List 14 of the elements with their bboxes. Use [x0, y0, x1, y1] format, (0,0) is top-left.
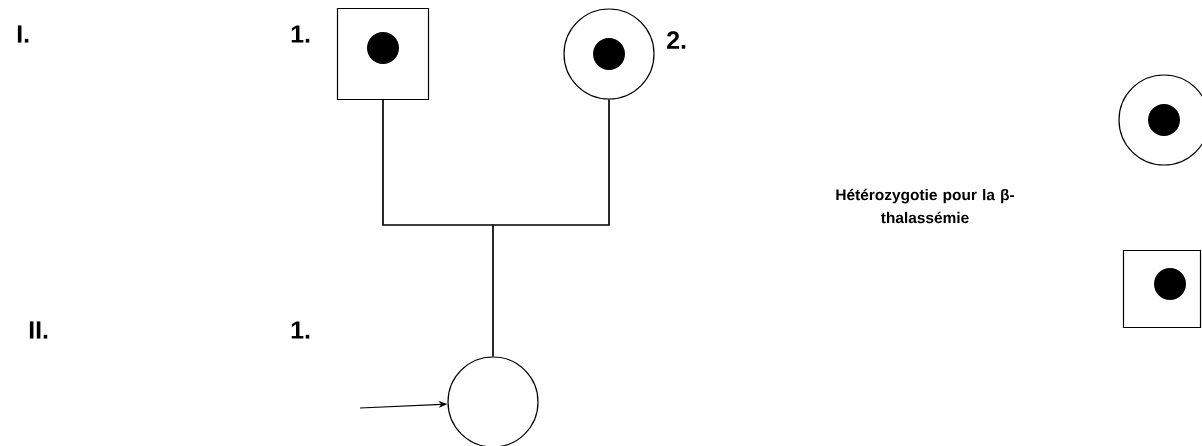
generation-label: I.: [17, 25, 29, 43]
dot: [593, 38, 625, 70]
circle-symbol: [563, 8, 655, 100]
legend-label: Hétérozygotie pour la β-thalassémie: [836, 188, 1014, 224]
pedigree-line: [492, 99, 610, 357]
square-symbol: [336, 7, 430, 101]
individual-number: 1.: [291, 25, 310, 43]
dot: [1148, 104, 1180, 136]
dot: [1154, 268, 1186, 300]
square-symbol: [1122, 249, 1202, 329]
individual-number: 2.: [667, 31, 686, 49]
generation-label: II.: [29, 321, 48, 339]
generation-label: 1.: [291, 321, 310, 339]
dot: [367, 32, 399, 64]
